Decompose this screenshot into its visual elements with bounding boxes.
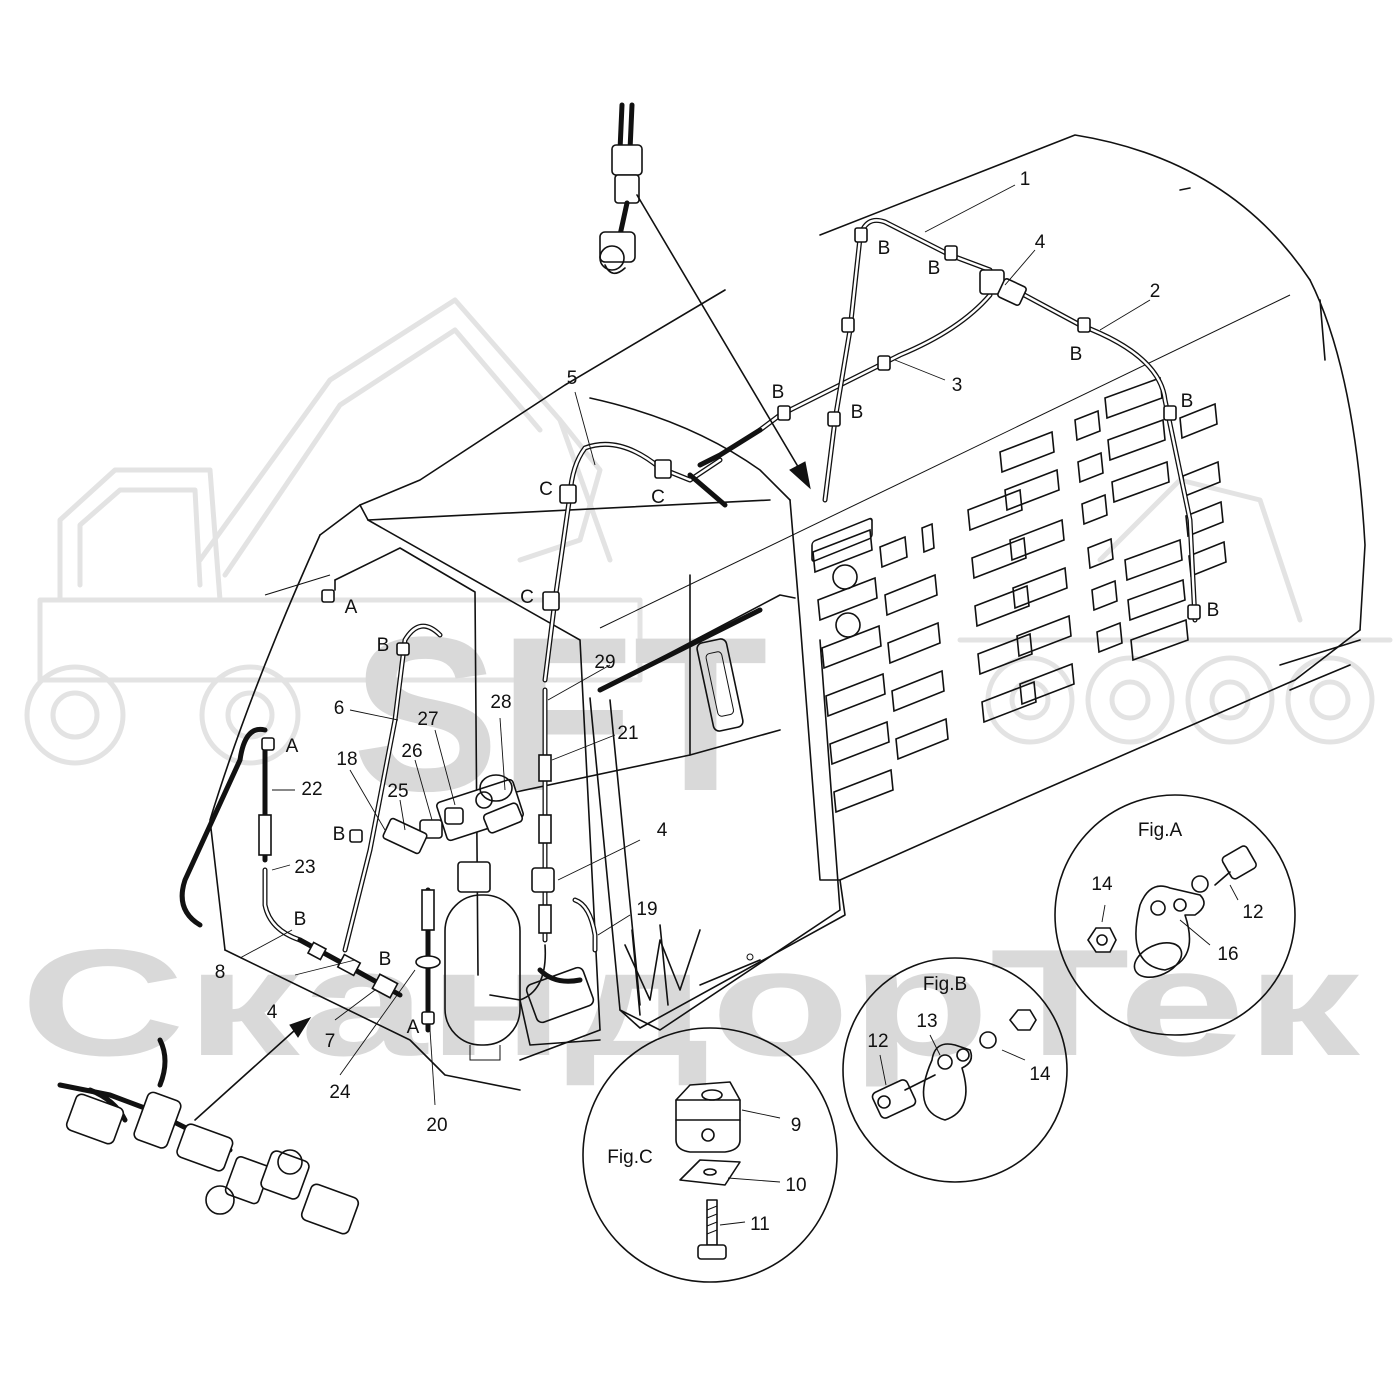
label-4-low: 4 <box>267 1002 278 1023</box>
label-1: 1 <box>1020 169 1031 190</box>
pipe-3 <box>757 292 993 433</box>
label-18: 18 <box>336 749 357 770</box>
accumulator-tank <box>444 861 521 1061</box>
grille-round-vent <box>832 564 858 590</box>
label-6: 6 <box>334 698 345 719</box>
clip-letter-b: B <box>294 909 307 930</box>
label-28: 28 <box>490 692 511 713</box>
label-4-top: 4 <box>1035 232 1046 253</box>
clip-letter-b: B <box>772 382 785 403</box>
fig-c-title: Fig.C <box>607 1147 652 1168</box>
label-13: 13 <box>916 1011 937 1032</box>
pointer-arrows <box>194 194 811 1121</box>
clip-markers <box>261 227 1201 1025</box>
clip-letter-b: B <box>1181 391 1194 412</box>
detail-fig-a: Fig.A 14 12 16 <box>1054 794 1296 1036</box>
label-16: 16 <box>1217 944 1238 965</box>
clip-letter-c: C <box>520 587 534 608</box>
label-9: 9 <box>791 1115 802 1136</box>
clip-letter-b: B <box>377 635 390 656</box>
grille-round-vent <box>835 612 861 638</box>
label-23: 23 <box>294 857 315 878</box>
pipe-vertical-center <box>822 235 863 503</box>
grille-slots-left <box>812 522 949 814</box>
hose-routing <box>258 217 1198 1061</box>
watermark: SFT СкандорТек <box>20 297 1393 1088</box>
label-27: 27 <box>417 709 438 730</box>
top-hose-detail <box>599 102 643 275</box>
label-12-fig-b: 12 <box>867 1031 888 1052</box>
label-14-fig-b: 14 <box>1029 1064 1051 1085</box>
fitting-assembly-lower-left <box>297 937 403 999</box>
machine-housing <box>179 134 1366 1091</box>
clip-letter-c: C <box>651 487 665 508</box>
leader-lines <box>239 184 1151 1106</box>
clip-letter-b: B <box>379 949 392 970</box>
label-26: 26 <box>401 741 422 762</box>
clip-letter-b: B <box>878 238 891 259</box>
detail-fig-c: Fig.C 9 10 11 <box>582 1027 838 1283</box>
label-4-mid: 4 <box>657 820 668 841</box>
label-10: 10 <box>785 1175 806 1196</box>
label-12-fig-a: 12 <box>1242 902 1263 923</box>
pipe-connector-top <box>687 427 763 508</box>
label-3: 3 <box>952 375 963 396</box>
fig-b-title: Fig.B <box>923 974 967 995</box>
label-5: 5 <box>567 368 578 389</box>
label-21: 21 <box>617 723 638 744</box>
grille-slots-middle <box>967 409 1123 724</box>
fig-a-title: Fig.A <box>1138 820 1183 841</box>
hose-6 <box>342 623 443 953</box>
bottom-left-detail-assembly <box>57 1037 360 1235</box>
label-25: 25 <box>387 781 408 802</box>
label-24: 24 <box>329 1082 351 1103</box>
clip-letter-a: A <box>345 597 358 618</box>
label-19: 19 <box>636 899 657 920</box>
hose-21 <box>538 687 552 943</box>
label-29: 29 <box>594 652 615 673</box>
part-number-labels: 1 2 3 4 5 6 7 8 4 4 18 19 20 21 22 23 24… <box>215 169 1161 1136</box>
label-22: 22 <box>301 779 322 800</box>
label-7: 7 <box>325 1031 336 1052</box>
label-20: 20 <box>426 1115 447 1136</box>
clip-letter-a: A <box>407 1017 420 1038</box>
hose-22 <box>258 574 331 943</box>
clip-letter-labels: B B B B B B B B B B B A A A C C C <box>286 238 1220 1038</box>
label-2: 2 <box>1150 281 1161 302</box>
watermark-logo: SFT <box>352 591 768 837</box>
fittings-25-28 <box>382 774 524 855</box>
hose-20 <box>415 887 441 1033</box>
hose-19 <box>572 897 598 953</box>
pipe-2 <box>1012 287 1198 623</box>
clip-letter-a: A <box>286 736 299 757</box>
grille-vents <box>811 376 1227 814</box>
label-11: 11 <box>750 1214 770 1235</box>
clip-letter-b: B <box>1207 600 1220 621</box>
clip-letter-b: B <box>928 258 941 279</box>
clip-letter-b: B <box>333 824 346 845</box>
clip-letter-c: C <box>539 479 553 500</box>
label-8: 8 <box>215 962 226 983</box>
label-14-fig-a: 14 <box>1091 874 1113 895</box>
clip-letter-b: B <box>851 402 864 423</box>
clip-letter-b: B <box>1070 344 1083 365</box>
detail-fig-b: Fig.B 12 13 14 <box>842 957 1068 1183</box>
